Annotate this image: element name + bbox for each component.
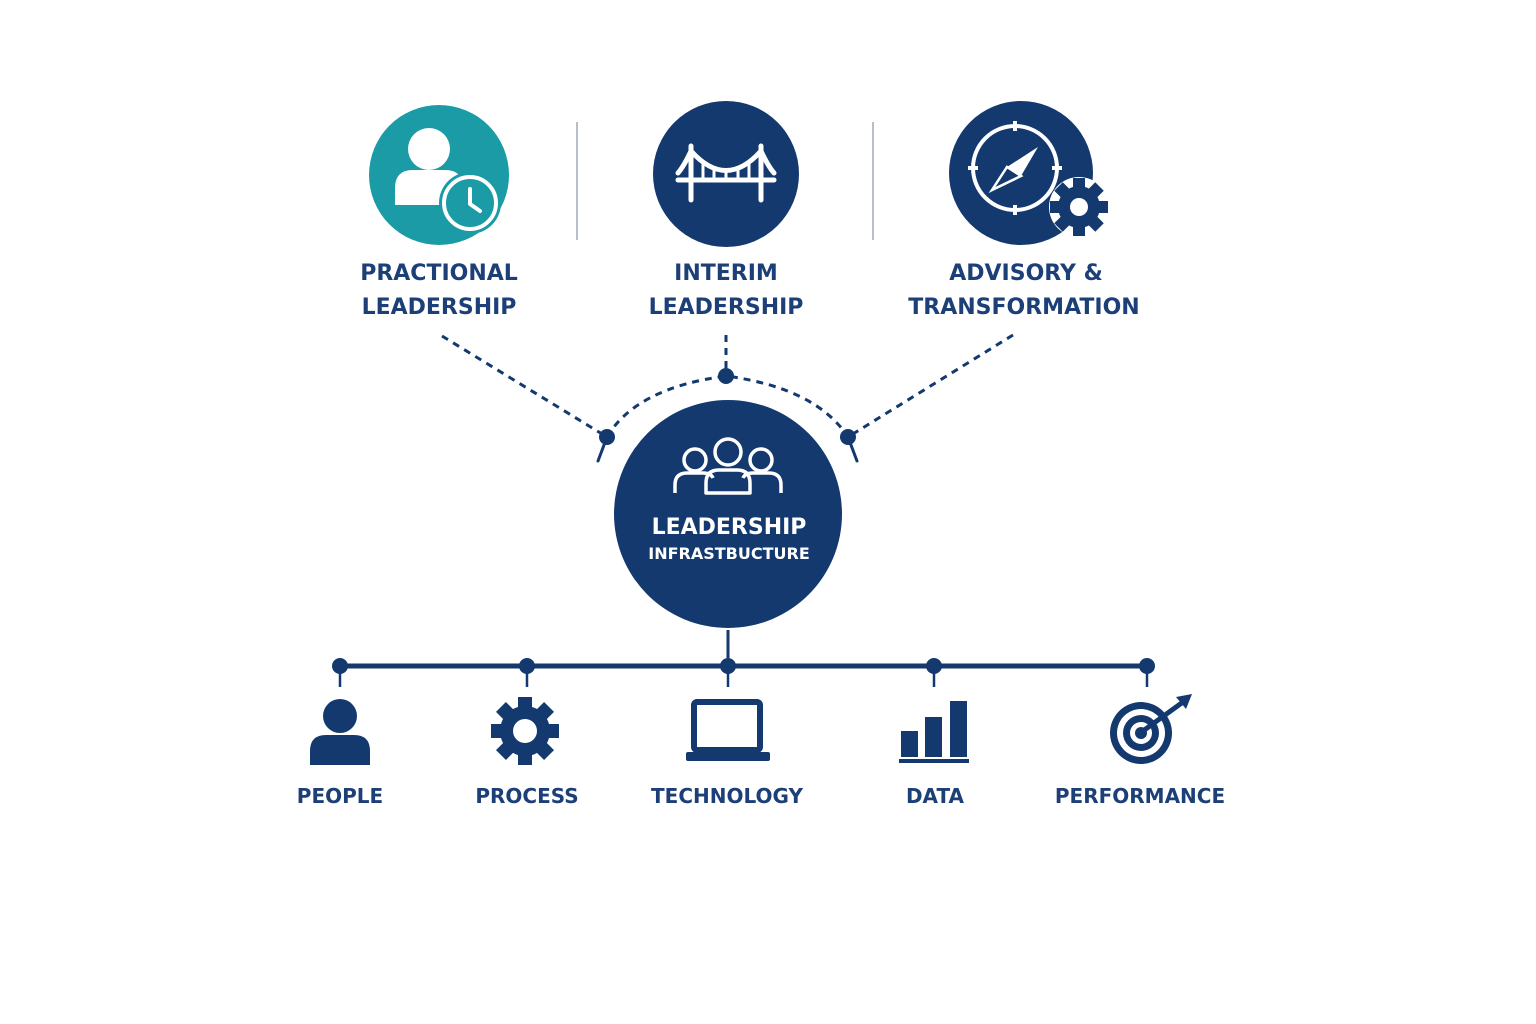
foundation-label-performance: PERFORMANCE <box>1055 784 1225 808</box>
foundation-label-technology: TECHNOLOGY <box>651 784 803 808</box>
bridge-icon <box>653 101 799 247</box>
connector-node-left <box>599 429 615 445</box>
pillar-label-3-line1: ADVISORY & <box>949 261 1103 286</box>
laptop-icon <box>686 699 770 761</box>
foundation-label-data: DATA <box>906 784 965 808</box>
rail-node <box>519 658 535 674</box>
pillar-label-3-line2: TRANSFORMATION <box>908 295 1139 320</box>
foundation-label-people: PEOPLE <box>297 784 383 808</box>
foundation-label-process: PROCESS <box>475 784 578 808</box>
hub-circle <box>614 400 842 628</box>
rail-node <box>926 658 942 674</box>
hub-subtitle: INFRASTBUCTURE <box>648 544 810 563</box>
pillar-label-2-line2: LEADERSHIP <box>649 295 804 320</box>
team-icon <box>673 437 783 495</box>
gear-icon <box>491 697 559 765</box>
compass-gear-icon <box>949 101 1109 245</box>
rail-node <box>720 658 736 674</box>
pillar-label-2-line1: INTERIM <box>674 261 778 286</box>
connector-left <box>441 334 608 439</box>
person-icon <box>310 699 370 765</box>
connector-right <box>847 333 1014 439</box>
bar-chart-icon <box>899 701 969 763</box>
pillar-label-1-line2: LEADERSHIP <box>362 295 517 320</box>
connector-node-right <box>840 429 856 445</box>
rail-node <box>1139 658 1155 674</box>
target-icon <box>1110 694 1192 764</box>
pillar-label-1-line1: PRACTIONAL <box>360 261 518 286</box>
person-clock-icon <box>369 105 509 245</box>
hub-title: LEADERSHIP <box>652 515 807 540</box>
rail-node <box>332 658 348 674</box>
connector-node-center <box>718 368 734 384</box>
